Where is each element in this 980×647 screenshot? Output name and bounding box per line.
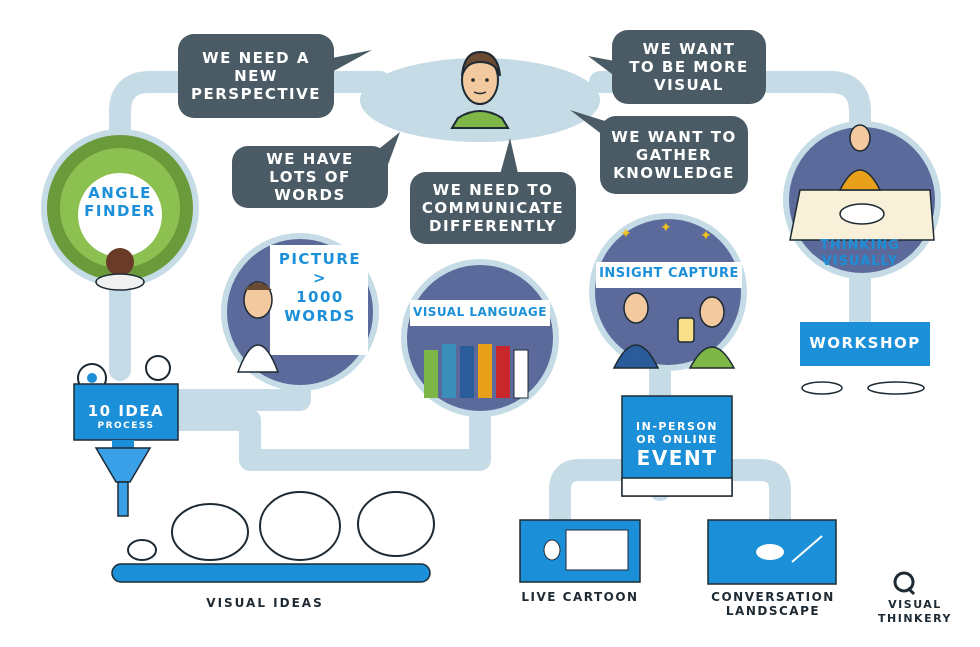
svg-text:✦: ✦: [660, 220, 672, 236]
bubble-new-perspective: WE NEED A NEW PERSPECTIVE: [178, 34, 334, 118]
thinking-visually-circle: [783, 121, 941, 279]
angle-finder-circle: [41, 129, 199, 291]
workshop-label: WORKSHOP: [809, 334, 921, 352]
conversation-landscape-panel: [707, 519, 837, 585]
insight-capture-circle: ✦ ✦ ✦: [589, 213, 747, 371]
conveyor-belt: [111, 563, 431, 583]
angle-finder-label: ANGLE FINDER: [84, 184, 156, 220]
bubble-gather: WE WANT TO GATHER KNOWLEDGE: [600, 116, 748, 194]
event-label: IN-PERSON OR ONLINE EVENT: [636, 420, 718, 470]
brand-name: VISUAL THINKERY: [878, 598, 952, 625]
bubble-lots-of-words: WE HAVE LOTS OF WORDS: [232, 146, 388, 208]
person-avatar: [450, 50, 510, 129]
live-cartoon-panel: [519, 519, 641, 583]
svg-text:✦: ✦: [620, 226, 632, 242]
thinking-visually-label: THINKING VISUALLY: [820, 238, 900, 269]
insight-capture-label: INSIGHT CAPTURE: [599, 266, 739, 281]
conversation-landscape-label: CONVERSATION LANDSCAPE: [711, 590, 835, 618]
picture-words-circle: [221, 233, 379, 391]
live-cartoon-label: LIVE CARTOON: [521, 590, 639, 604]
visual-language-circle: [401, 259, 559, 417]
event-panel: [621, 395, 733, 497]
visual-idea-clouds: [127, 491, 435, 561]
idea-process-machine: [73, 355, 179, 517]
picture-words-label: PICTURE > 1000 WORDS: [278, 250, 362, 325]
visual-language-label: VISUAL LANGUAGE: [413, 305, 547, 319]
bubble-communicate: WE NEED TO COMMUNICATE DIFFERENTLY: [410, 172, 576, 244]
brand-logo: [893, 571, 916, 596]
workshop-panel: [800, 322, 930, 395]
idea-process-label: 10 IDEA PROCESS: [87, 402, 165, 431]
visual-ideas-label: VISUAL IDEAS: [206, 596, 324, 610]
svg-text:✦: ✦: [700, 228, 712, 244]
bubble-more-visual: WE WANT TO BE MORE VISUAL: [612, 30, 766, 104]
